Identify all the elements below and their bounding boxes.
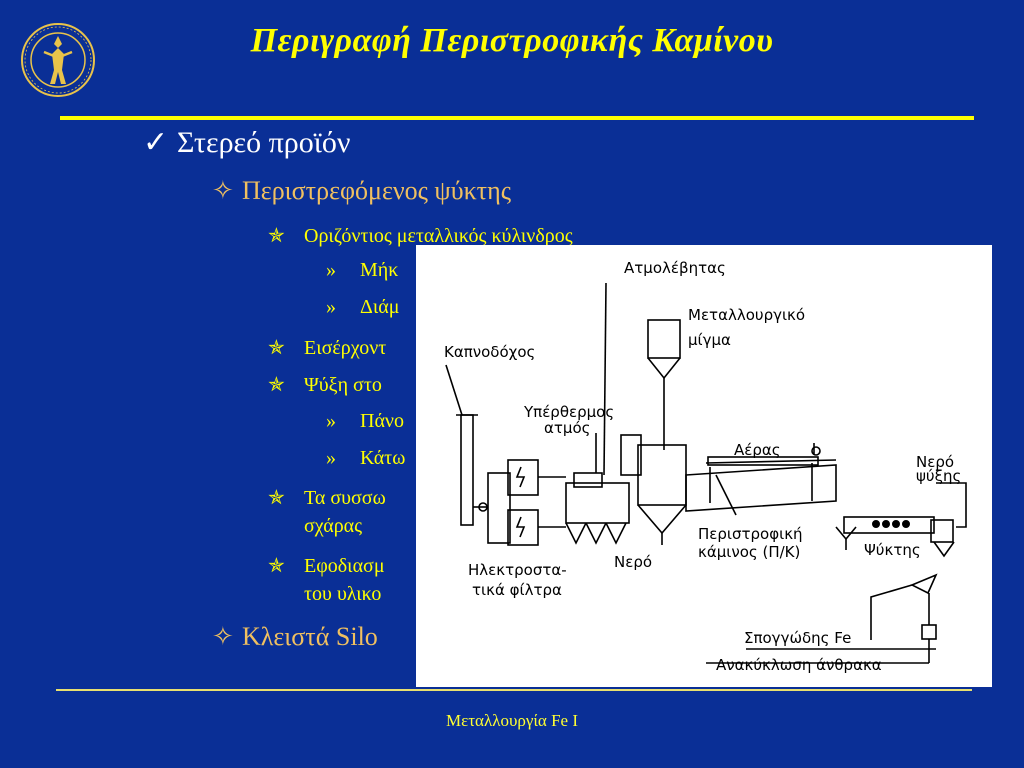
bullet-text: Μήκ — [360, 259, 399, 281]
label-charge: Μεταλλουργικό — [688, 306, 805, 324]
label-steam: ατμός — [544, 419, 590, 437]
chevron-right-icon: » — [326, 259, 336, 281]
bullet-text: Εισέρχοντ — [304, 337, 387, 359]
label-superheated: Υπέρθερμος — [523, 403, 614, 421]
label-cooling: ψύξης — [916, 467, 961, 485]
bullet-entering: ✯ Εισέρχοντ — [268, 335, 386, 360]
bullet-agglomerates: ✯ Τα συσσω — [268, 485, 386, 510]
bullet-rotary-cooler: ✧ Περιστρεφόμενος ψύκτης — [212, 176, 511, 206]
bullet-text: Περιστρεφόμενος ψύκτης — [242, 176, 512, 205]
bullet-text: Κάτω — [360, 447, 406, 469]
bullet-agglomerates-cont: σχάρας — [268, 515, 362, 538]
rotary-kiln-diagram: Ατμολέβητας Μεταλλουργικό μίγμα Καπνοδόχ… — [416, 245, 992, 687]
process-flow-sketch: Ατμολέβητας Μεταλλουργικό μίγμα Καπνοδόχ… — [444, 259, 967, 674]
bullet-text: Κλειστά Silo — [242, 622, 378, 651]
label-boiler: Ατμολέβητας — [624, 259, 726, 277]
bullet-horizontal-cylinder: ✯ Οριζόντιος μεταλλικός κύλινδρος — [268, 223, 573, 248]
label-recycle: Ανακύκλωση άνθρακα — [716, 656, 882, 674]
bullet-text: του υλικο — [304, 583, 382, 605]
bullet-text: Στερεό προϊόν — [177, 126, 351, 159]
bullet-text: Ψύξη στο — [304, 374, 382, 396]
university-seal-icon — [21, 23, 95, 97]
bullet-length: » Μήκ — [326, 259, 398, 282]
slide-footer: Μεταλλουργία Fe I — [445, 711, 579, 730]
label-esp: Ηλεκτροστα- — [468, 561, 567, 579]
label-sponge-fe: Σπογγώδης Fe — [744, 629, 851, 647]
label-water-2: Νερό — [614, 553, 652, 571]
bullet-text: Οριζόντιος μεταλλικός κύλινδρος — [304, 225, 573, 247]
bullet-text: Διάμ — [360, 296, 400, 318]
label-kiln: κάμινος (Π/Κ) — [698, 543, 800, 561]
bullet-text: Τα συσσω — [304, 487, 386, 509]
check-icon: ✓ — [143, 126, 169, 159]
chevron-right-icon: » — [326, 447, 336, 469]
bullet-closed-silos: ✧ Κλειστά Silo — [212, 622, 378, 652]
title-divider — [60, 116, 974, 120]
label-water: Νερό — [916, 453, 954, 471]
bullet-supply: ✯ Εφοδιασμ — [268, 553, 385, 578]
bullet-lower: » Κάτω — [326, 447, 405, 470]
bullet-supply-cont: του υλικο — [268, 583, 381, 606]
star-icon: ✯ — [268, 374, 285, 396]
star-icon: ✯ — [268, 555, 285, 577]
bullet-solid-product: ✓Στερεό προϊόν — [143, 125, 350, 160]
star-icon: ✯ — [268, 487, 285, 509]
diamond-star-icon: ✧ — [212, 622, 234, 651]
label-cooler: Ψύκτης — [864, 541, 921, 559]
label-chimney: Καπνοδόχος — [444, 343, 535, 361]
label-rotary: Περιστροφική — [698, 525, 803, 543]
bullet-cooling: ✯ Ψύξη στο — [268, 372, 382, 397]
chevron-right-icon: » — [326, 410, 336, 432]
label-esp-2: τικά φίλτρα — [472, 581, 562, 599]
bullet-text: σχάρας — [304, 515, 363, 537]
star-icon: ✯ — [268, 337, 285, 359]
label-air: Αέρας — [734, 441, 781, 459]
label-charge-2: μίγμα — [688, 331, 731, 349]
chevron-right-icon: » — [326, 296, 336, 318]
bullet-diameter: » Διάμ — [326, 296, 399, 319]
bullet-text: Πάνο — [360, 410, 404, 432]
slide-title: Περιγραφή Περιστροφικής Καμίνου — [250, 22, 774, 59]
bullet-upper: » Πάνο — [326, 410, 404, 433]
diamond-star-icon: ✧ — [212, 176, 234, 205]
bullet-text: Εφοδιασμ — [304, 555, 385, 577]
footer-divider — [56, 689, 972, 691]
star-icon: ✯ — [268, 225, 285, 247]
